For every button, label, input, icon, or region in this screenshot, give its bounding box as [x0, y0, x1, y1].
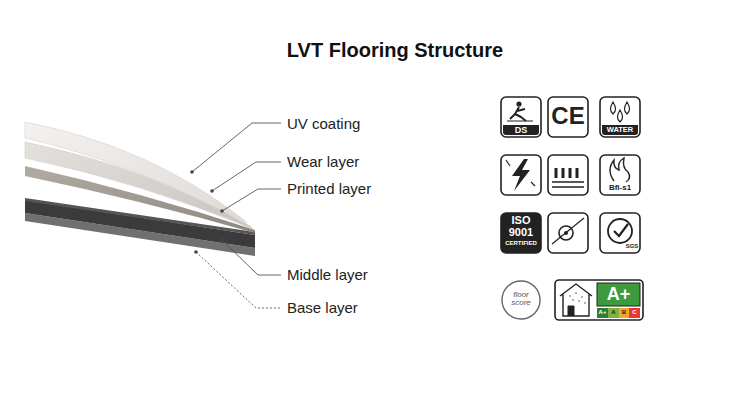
- rating-scale-text: A: [611, 309, 615, 316]
- uv-coating-shape: [25, 122, 247, 223]
- icon-text: Bfl-s1: [609, 183, 631, 192]
- icon-text: SGS: [626, 243, 639, 250]
- leader-lines: [192, 123, 281, 308]
- icon-text: 9001: [509, 226, 533, 239]
- iso-icon: [501, 213, 541, 253]
- part-label: Wear layer: [287, 153, 359, 170]
- floor-heating-icon: [548, 155, 588, 195]
- part-label: Base layer: [287, 299, 358, 316]
- icon-text: ISO: [512, 214, 531, 227]
- ds-icon: [501, 97, 541, 137]
- icon-text: DS: [515, 125, 528, 135]
- leader-dots: [190, 170, 224, 254]
- icon-text: floor score: [507, 291, 535, 307]
- antistatic-icon: [501, 155, 541, 195]
- leader-line: [192, 123, 281, 172]
- part-label: Middle layer: [287, 266, 368, 283]
- icon-text: CERTIFIED: [505, 240, 537, 247]
- rating-scale-text: C: [632, 309, 636, 316]
- certification-icons: [501, 97, 643, 320]
- rating-text: A+: [607, 284, 631, 305]
- sgs-icon: [600, 213, 640, 253]
- part-label: UV coating: [287, 115, 360, 132]
- wheel-icon: [548, 213, 588, 253]
- fire-rating-icon: [600, 155, 640, 195]
- floorscore-icon: [502, 281, 540, 319]
- water-icon: [600, 97, 640, 137]
- leader-line: [222, 189, 281, 211]
- icon-text: CE: [551, 102, 584, 130]
- indoor-air-icon: [555, 280, 643, 320]
- leader-line: [212, 162, 281, 191]
- wear-layer-shape: [25, 142, 253, 229]
- rating-scale-text: B: [622, 309, 626, 316]
- icon-text: WATER: [607, 126, 634, 135]
- diagram-title: LVT Flooring Structure: [287, 39, 503, 62]
- layer-stack: [25, 122, 255, 256]
- ce-icon: [548, 97, 588, 137]
- part-label: Printed layer: [287, 180, 371, 197]
- rating-scale-text: A+: [599, 309, 607, 316]
- leader-line: [196, 252, 281, 308]
- leader-line: [222, 240, 281, 275]
